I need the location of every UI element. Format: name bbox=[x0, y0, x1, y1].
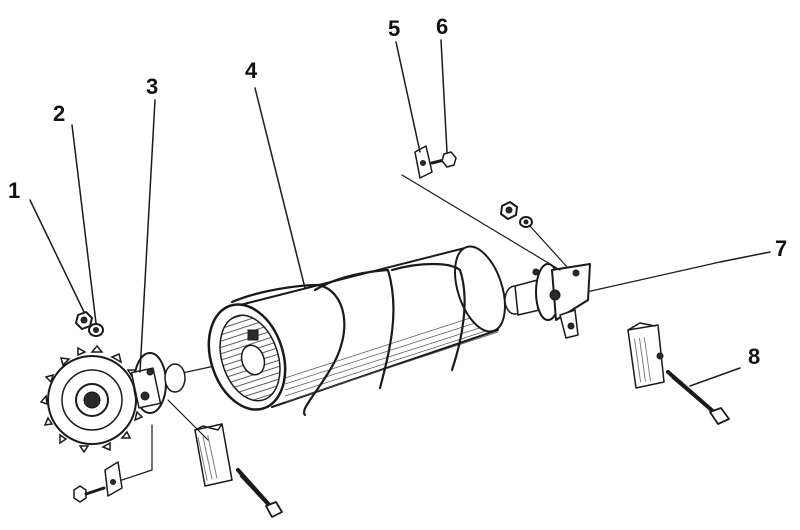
top-lock-bolt bbox=[430, 151, 457, 168]
right-nut bbox=[500, 201, 518, 220]
callout-3: 3 bbox=[146, 74, 158, 99]
left-lock-bolt bbox=[73, 485, 106, 503]
right-mount-bolt bbox=[666, 370, 730, 425]
right-bearing-housing bbox=[504, 263, 591, 339]
callout-5: 5 bbox=[388, 16, 400, 41]
left-mount-bolt bbox=[236, 468, 283, 518]
sprocket-gear bbox=[39, 344, 145, 454]
callout-8: 8 bbox=[748, 344, 760, 369]
bearing-hub bbox=[130, 352, 186, 414]
sprocket-assembly bbox=[39, 311, 186, 454]
left-lock-plate bbox=[104, 424, 153, 497]
top-lock-plate bbox=[401, 145, 561, 271]
right-mount-bracket bbox=[627, 322, 665, 389]
drum-body bbox=[207, 245, 506, 411]
leader-lines bbox=[29, 39, 771, 387]
callout-labels: 1 2 3 4 5 6 7 8 bbox=[8, 14, 787, 369]
callout-1: 1 bbox=[8, 178, 20, 203]
callout-7: 7 bbox=[775, 236, 787, 261]
callout-4: 4 bbox=[245, 58, 258, 83]
callout-2: 2 bbox=[53, 101, 65, 126]
left-mount-bracket bbox=[167, 399, 233, 487]
right-washer bbox=[519, 216, 569, 269]
callout-6: 6 bbox=[436, 14, 448, 39]
left-washer bbox=[88, 323, 104, 337]
drum-spiral-rod bbox=[230, 262, 466, 417]
